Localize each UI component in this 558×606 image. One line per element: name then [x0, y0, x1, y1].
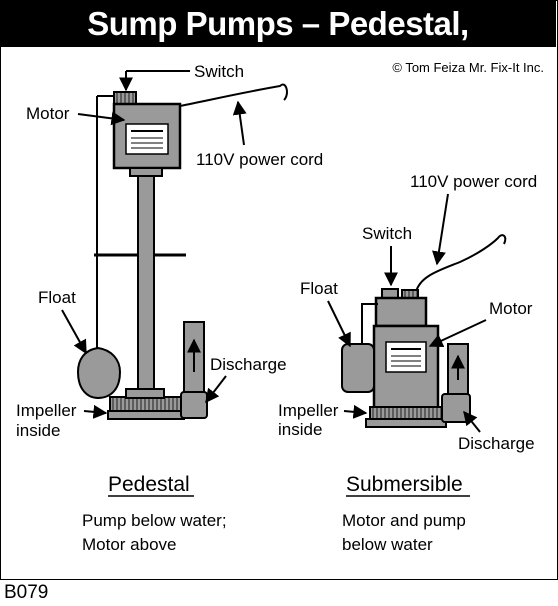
pedestal-caption-line1: Pump below water; [82, 511, 227, 530]
pedestal-caption-line2: Motor above [82, 535, 177, 554]
submersible-base [365, 418, 447, 428]
submersible-motor-label-plate [385, 341, 427, 373]
page-title: Sump Pumps – Pedestal, Submersible [0, 0, 556, 89]
pedestal-discharge-label: Discharge [210, 355, 287, 374]
pedestal-float-label: Float [38, 288, 76, 307]
figure-code: B079 [4, 582, 49, 603]
pedestal-impeller-housing [109, 396, 183, 412]
copyright-text: © Tom Feiza Mr. Fix-It Inc. [392, 60, 544, 75]
pedestal-labels: Switch Motor 110V power cord Float Disch… [16, 62, 323, 440]
submersible-power-cord [415, 234, 507, 293]
pedestal-power-cord [179, 83, 288, 107]
submersible-caption-line1: Motor and pump [342, 511, 466, 530]
pedestal-impeller-label-inside: inside [16, 421, 60, 440]
pedestal-switch-label: Switch [194, 62, 244, 81]
submersible-discharge-label: Discharge [458, 434, 535, 453]
submersible-discharge-elbow [441, 393, 471, 423]
pedestal-power-cord-label: 110V power cord [196, 150, 323, 169]
captions: Pedestal Pump below water; Motor above S… [82, 473, 470, 554]
pedestal-caption-title: Pedestal [108, 473, 190, 496]
pedestal-impeller-label: Impeller [16, 401, 77, 420]
pedestal-column [137, 167, 155, 394]
submersible-float [341, 343, 375, 393]
pedestal-discharge-elbow [180, 391, 208, 419]
submersible-pump [341, 234, 507, 428]
submersible-caption-line2: below water [342, 535, 433, 554]
submersible-impeller-housing [369, 406, 443, 420]
submersible-labels: 110V power cord Switch Float Motor Impel… [278, 172, 537, 453]
submersible-caption-title: Submersible [346, 473, 463, 496]
pedestal-float [76, 346, 122, 400]
diagram-frame [0, 0, 558, 580]
pedestal-motor-label: Motor [26, 104, 70, 123]
submersible-power-cord-label: 110V power cord [410, 172, 537, 191]
pedestal-base [107, 410, 185, 420]
submersible-motor-label: Motor [489, 299, 533, 318]
pedestal-motor-label-plate [125, 123, 169, 155]
submersible-impeller-label: Impeller [278, 401, 339, 420]
submersible-float-label: Float [300, 279, 338, 298]
pedestal-pump [76, 83, 288, 420]
submersible-switch-label: Switch [362, 224, 412, 243]
submersible-impeller-label-inside: inside [278, 420, 322, 439]
